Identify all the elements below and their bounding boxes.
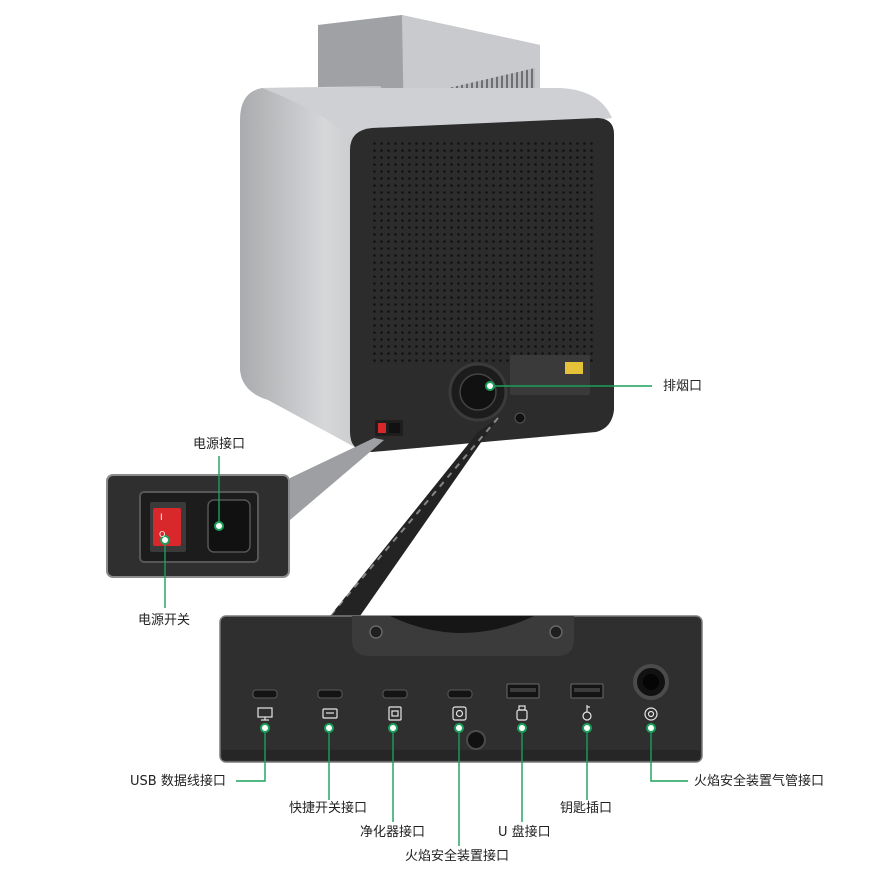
key-slot-label: 钥匙插口 (560, 801, 613, 816)
purifier-label: 净化器接口 (360, 825, 426, 840)
power-port-label: 电源接口 (193, 437, 246, 452)
purifier-icon (388, 706, 402, 721)
power-switch-label: 电源开关 (138, 613, 191, 628)
power-inset (106, 474, 290, 578)
device-body (240, 86, 614, 453)
usb-data-label: USB 数据线接口 (130, 774, 226, 789)
exhaust-label: 排烟口 (663, 379, 703, 394)
flame-gas-label: 火焰安全装置气管接口 (694, 774, 825, 789)
port-panel (219, 615, 703, 763)
quick-switch-icon (322, 708, 338, 719)
switch-off-mark: O (159, 530, 166, 539)
usb-stick-icon (516, 705, 528, 721)
quick-switch-label: 快捷开关接口 (289, 801, 368, 816)
flame-safety-label: 火焰安全装置接口 (405, 849, 510, 864)
flame-sensor-icon (452, 706, 467, 721)
callout-lines (160, 381, 688, 846)
monitor-icon (257, 707, 273, 721)
key-icon (582, 705, 592, 721)
switch-on-mark: I (160, 513, 163, 523)
gas-icon (644, 707, 658, 721)
u-disk-label: U 盘接口 (498, 825, 551, 840)
